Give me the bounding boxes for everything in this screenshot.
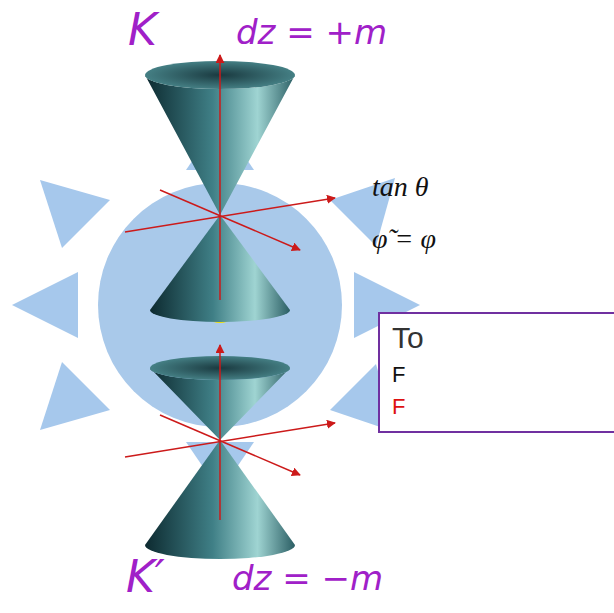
mass-term: dz = −m bbox=[232, 560, 383, 597]
bullet-text: F bbox=[392, 362, 602, 388]
mass-term: dz = +m bbox=[236, 14, 387, 51]
valley-label: K bbox=[128, 6, 157, 54]
formula: tan θ bbox=[372, 172, 429, 203]
upper-dirac-cone bbox=[125, 55, 335, 322]
box-heading: To bbox=[392, 320, 602, 356]
lower-dirac-cone bbox=[125, 345, 335, 559]
bullet-text: F bbox=[392, 394, 602, 420]
formula: φ̃ = φ bbox=[372, 224, 436, 255]
callout-box: ToFF bbox=[378, 312, 614, 433]
valley-label: K′ bbox=[126, 553, 165, 601]
